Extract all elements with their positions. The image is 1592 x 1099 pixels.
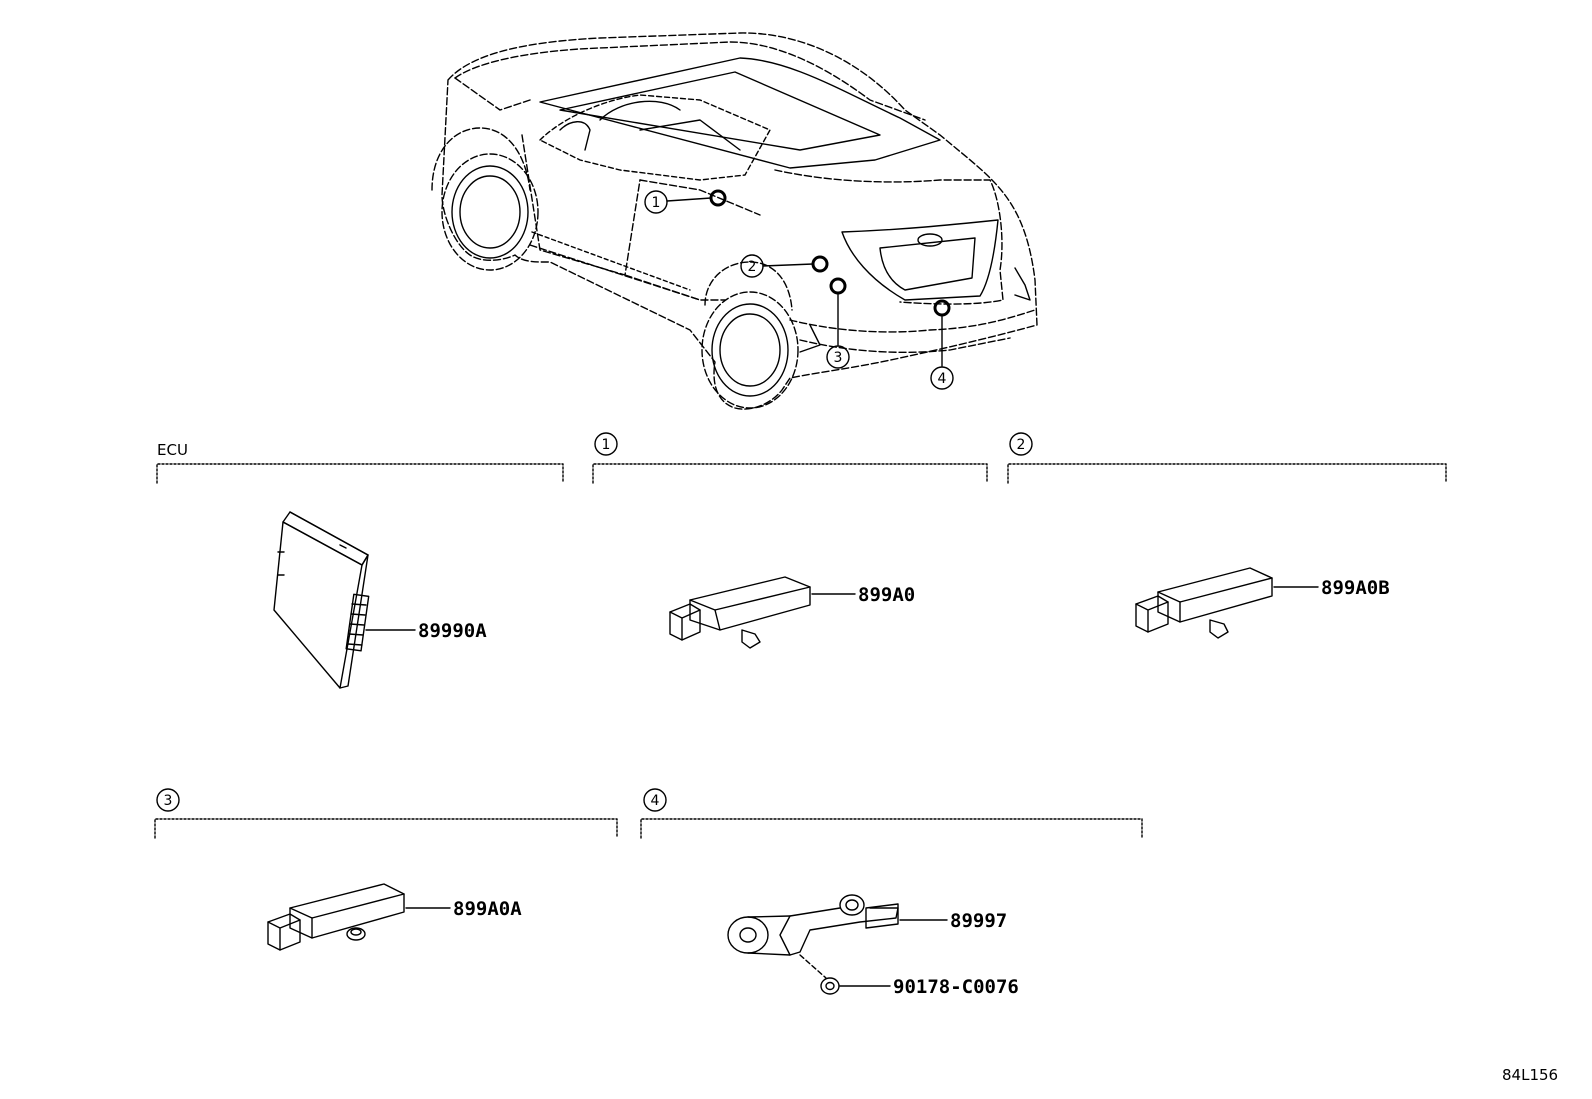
figure-id: 84L156 [1502,1066,1558,1084]
vehicle-illustration [431,32,1038,410]
section-label-1: 1 [602,437,611,453]
section-label-4: 4 [651,793,660,809]
sensor-3-illustration [267,883,405,951]
part-number-sensor-4: 89997 [950,910,1007,932]
part-number-nut-4: 90178-C0076 [893,976,1019,998]
ecu-module-illustration [273,511,370,689]
bracket-3 [154,818,618,839]
nut-illustration [820,977,840,995]
callout-circles [644,190,954,390]
bracket-ecu [156,463,564,484]
callout-4 [930,366,954,390]
section-label-3: 3 [164,793,173,809]
part-number-sensor-1: 899A0 [858,584,915,606]
callout-label-4: 4 [938,371,947,387]
section-label-2: 2 [1017,437,1026,453]
callout-2 [740,254,764,278]
sensor-marker-2 [811,255,829,273]
part-number-ecu: 89990A [418,620,487,642]
bracket-2 [1007,463,1447,484]
sensor-marker-3 [829,277,847,295]
section-brackets [154,463,1447,839]
section-label-ecu: ECU [157,441,188,459]
sensor-4-illustration [727,894,899,979]
sensor-marker-4 [933,299,951,317]
callout-leaders [666,197,943,367]
part-number-sensor-2: 899A0B [1321,577,1390,599]
callout-label-1: 1 [652,195,661,211]
part-number-sensor-3: 899A0A [453,898,522,920]
section-number-circles [156,432,1033,812]
bracket-1 [592,463,988,484]
callout-label-2: 2 [748,259,757,275]
callout-label-3: 3 [834,350,843,366]
callout-3 [826,345,850,369]
bracket-4 [640,818,1143,839]
sensor-2-illustration [1135,567,1273,639]
sensor-1-illustration [669,576,811,649]
callout-1 [644,190,668,214]
